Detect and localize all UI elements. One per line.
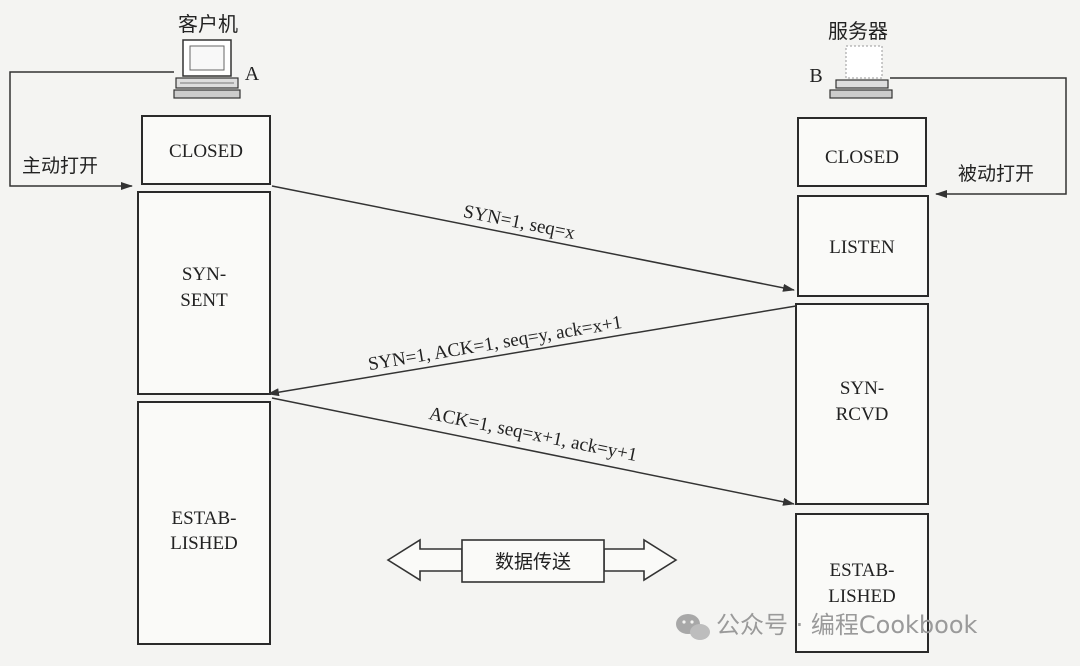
client-closed-box: [141, 115, 271, 185]
server-closed-box: [797, 117, 927, 187]
syn-arrow: [271, 185, 795, 292]
client-computer-icon: [173, 39, 241, 99]
wechat-icon: [676, 614, 710, 640]
passive-open-arrow: [890, 77, 1067, 198]
server-established-label-2: LISHED: [828, 586, 896, 607]
data-transfer-right-arrow: [603, 538, 678, 582]
watermark-text: 公众号 · 编程Cookbook: [716, 611, 978, 639]
data-transfer-left-arrow: [386, 538, 463, 582]
active-open-label: 主动打开: [22, 155, 98, 177]
client-established-box: [137, 401, 271, 645]
server-listen-label: LISTEN: [829, 237, 895, 258]
server-established-box: [795, 513, 929, 653]
active-open-arrow: [9, 71, 174, 190]
client-established-label-1: ESTAB-: [172, 508, 237, 529]
data-transfer-label: 数据传送: [495, 551, 571, 573]
server-computer-icon: [829, 45, 893, 99]
client-closed-label: CLOSED: [169, 141, 243, 162]
client-syn-sent-box: [137, 191, 271, 395]
server-syn-rcvd-label-1: SYN-: [840, 378, 884, 399]
syn-ack-message-label: SYN=1, ACK=1, seq=y, ack=x+1: [367, 312, 624, 375]
syn-ack-arrow: [267, 305, 797, 397]
server-closed-label: CLOSED: [825, 147, 899, 168]
server-syn-rcvd-label-2: RCVD: [836, 404, 889, 425]
client-syn-sent-label-1: SYN-: [182, 264, 226, 285]
data-transfer-box: [461, 539, 605, 583]
client-syn-sent-label-2: SENT: [180, 290, 228, 311]
server-letter: B: [809, 65, 822, 87]
server-listen-box: [797, 195, 929, 297]
syn-message-label: SYN=1, seq=x: [461, 201, 577, 244]
server-established-label-1: ESTAB-: [830, 560, 895, 581]
client-letter: A: [245, 63, 260, 85]
client-established-label-2: LISHED: [170, 533, 238, 554]
ack-arrow: [271, 397, 795, 506]
server-title: 服务器: [828, 19, 888, 43]
passive-open-label: 被动打开: [958, 163, 1034, 185]
ack-message-label: ACK=1, seq=x+1, ack=y+1: [427, 403, 639, 466]
client-title: 客户机: [178, 12, 238, 36]
server-syn-rcvd-box: [795, 303, 929, 505]
